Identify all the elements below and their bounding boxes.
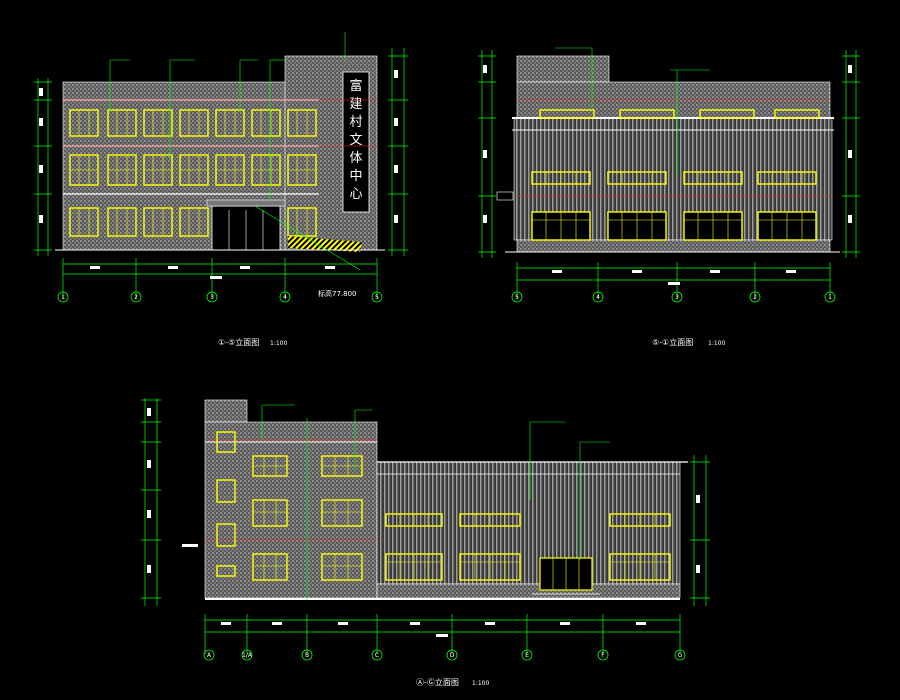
sign-text: 富 建 村 文 体 中 心 — [349, 78, 362, 202]
sign-char: 体 — [349, 151, 362, 166]
drawing-title: Ⓐ-Ⓖ立面图 — [416, 677, 459, 687]
elevation-1-5: 富 建 村 文 体 中 心 — [34, 32, 408, 347]
entrance-canopy — [206, 199, 286, 207]
office-windows — [216, 431, 363, 581]
axis-label: F — [601, 652, 605, 659]
drawing-title: ⑤-①立面图 — [652, 337, 693, 347]
hall-wall — [376, 461, 681, 585]
office-block — [204, 421, 378, 599]
windows-upper — [539, 109, 820, 119]
axis-label: G — [678, 652, 683, 659]
stair-tower — [204, 399, 248, 423]
sign-char: 村 — [349, 115, 362, 130]
axis-bubbles: A 1/A B C D E F G — [203, 649, 686, 661]
sign-char: 中 — [349, 169, 362, 184]
axis-label: 2 — [134, 294, 138, 301]
axis-label: 1 — [61, 294, 65, 301]
elevation-note: 标高77.800 — [318, 289, 357, 298]
ramp — [288, 236, 362, 252]
sign-panel — [342, 71, 370, 213]
windows-floor-1 — [69, 207, 317, 237]
axis-label: 1/A — [242, 652, 253, 659]
axis-bubbles: 5 4 3 2 1 — [511, 291, 836, 303]
axis-label: 3 — [675, 294, 679, 301]
windows-floor-3 — [69, 109, 317, 137]
drawing-title: ①-⑤立面图 — [218, 337, 259, 347]
axis-label: 5 — [375, 294, 379, 301]
axis-label: A — [207, 652, 212, 659]
drawing-scale: 1:100 — [270, 340, 287, 347]
sign-char: 文 — [349, 133, 362, 148]
axis-label: E — [525, 652, 529, 659]
axis-label: B — [305, 652, 309, 659]
roof-parapet — [516, 55, 610, 83]
axis-label: C — [375, 652, 379, 659]
drawing-scale: 1:100 — [708, 340, 725, 347]
elevation-a-g: A 1/A B C D E F G Ⓐ-Ⓖ立面图 1:100 — [141, 398, 710, 687]
hall-base — [376, 583, 681, 599]
axis-label: 3 — [210, 294, 214, 301]
sign-char: 富 — [349, 78, 362, 94]
sign-char: 心 — [349, 187, 362, 202]
elevation-5-1: 5 4 3 2 1 ⑤-①立面图 1:100 — [478, 47, 860, 347]
base-wall — [516, 239, 831, 253]
sign-char: 建 — [349, 97, 362, 112]
axis-label: 1 — [828, 294, 832, 301]
axis-label: 4 — [283, 294, 287, 301]
axis-label: 5 — [515, 294, 519, 301]
axis-label: D — [450, 652, 455, 659]
drawing-scale: 1:100 — [472, 680, 489, 687]
axis-label: 4 — [596, 294, 600, 301]
axis-label: 2 — [753, 294, 757, 301]
axis-bubbles: 1 2 3 4 5 — [57, 291, 383, 303]
